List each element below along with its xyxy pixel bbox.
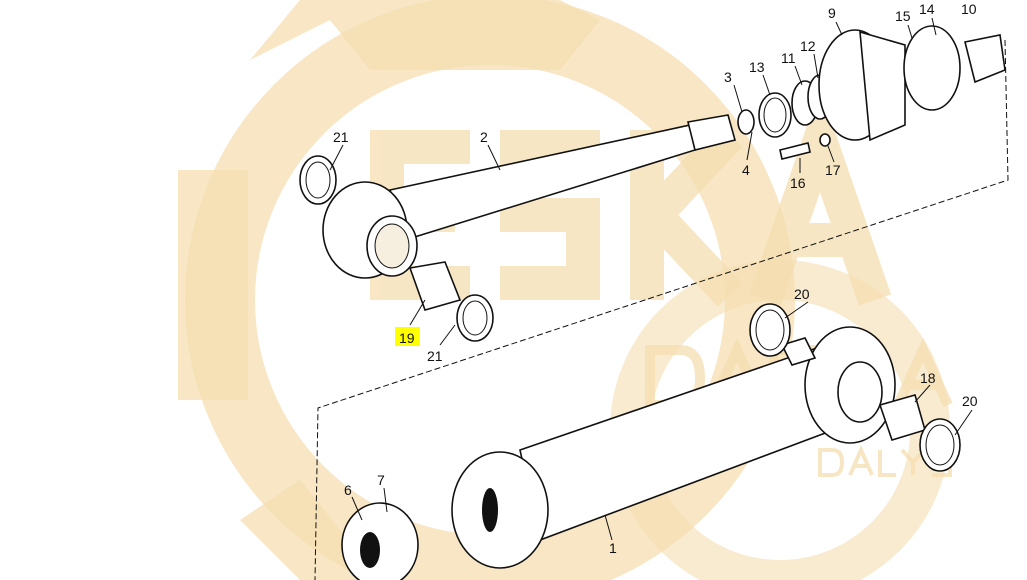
- callout-10[interactable]: 10: [961, 1, 977, 17]
- cylinder-barrel: [341, 303, 961, 580]
- piston-rod: [322, 114, 736, 279]
- callout-18[interactable]: 18: [920, 370, 936, 386]
- callout-12[interactable]: 12: [800, 38, 816, 54]
- callout-16[interactable]: 16: [790, 175, 806, 191]
- callout-14[interactable]: 14: [919, 1, 935, 17]
- callout-7[interactable]: 7: [377, 472, 385, 488]
- callout-20[interactable]: 20: [794, 286, 810, 302]
- callout-13[interactable]: 13: [749, 59, 765, 75]
- callout-19-highlighted[interactable]: 19: [399, 330, 415, 346]
- rod-seals: [299, 25, 1006, 342]
- callout-21[interactable]: 21: [333, 129, 349, 145]
- callout-17[interactable]: 17: [825, 162, 841, 178]
- callout-20-lower[interactable]: 20: [962, 393, 978, 409]
- callout-9[interactable]: 9: [828, 5, 836, 21]
- highlight-marker: [395, 327, 420, 346]
- leader-lines: [329, 17, 973, 541]
- callout-1[interactable]: 1: [609, 540, 617, 556]
- callout-4[interactable]: 4: [742, 162, 750, 178]
- callout-11[interactable]: 11: [781, 50, 796, 66]
- callout-6[interactable]: 6: [344, 482, 352, 498]
- callout-2[interactable]: 2: [480, 129, 488, 145]
- callout-3[interactable]: 3: [724, 69, 732, 85]
- callout-labels: 21 2 3 13 11 12 9 15 14 10 4 16 17 20 19…: [333, 1, 978, 556]
- callout-15[interactable]: 15: [895, 8, 911, 24]
- callout-21-lower[interactable]: 21: [427, 348, 443, 364]
